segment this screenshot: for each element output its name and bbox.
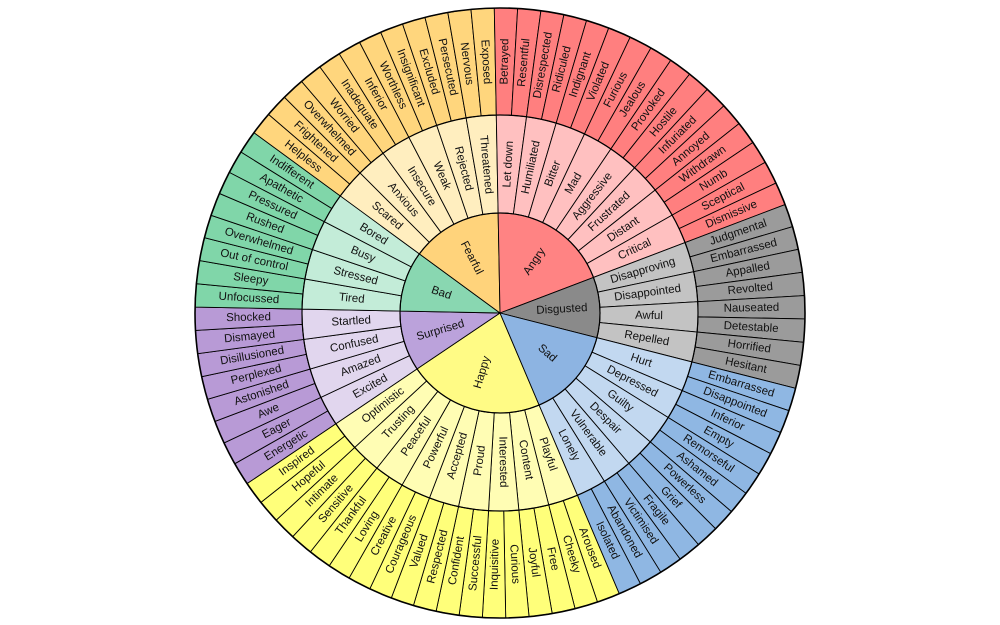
wheel-segments <box>194 7 806 619</box>
label-exposed: Exposed <box>478 39 493 84</box>
label-sleepy: Sleepy <box>233 271 270 288</box>
label-horrified: Horrified <box>727 338 772 356</box>
label-threatened: Threatened <box>477 135 495 195</box>
label-nervous: Nervous <box>458 42 476 86</box>
label-inquisitive: Inquisitive <box>489 539 502 590</box>
label-nauseated: Nauseated <box>724 302 780 315</box>
label-detestable: Detestable <box>723 320 779 335</box>
ring-outline <box>194 7 806 619</box>
label-proud: Proud <box>472 445 488 477</box>
label-resentful: Resentful <box>516 38 533 88</box>
label-tired: Tired <box>338 291 365 305</box>
label-interested: Interested <box>496 436 509 487</box>
label-successful: Successful <box>467 535 484 592</box>
label-betrayed: Betrayed <box>498 38 511 84</box>
label-let-down: Let down <box>501 141 516 188</box>
label-dismayed: Dismayed <box>224 329 276 346</box>
label-curious: Curious <box>507 544 521 584</box>
label-unfocussed: Unfocussed <box>218 291 279 306</box>
label-shocked: Shocked <box>226 311 271 324</box>
label-joyful: Joyful <box>526 547 542 578</box>
label-revolted: Revolted <box>727 281 773 297</box>
label-core-disgusted: Disgusted <box>536 302 588 317</box>
ring-outline <box>301 114 699 512</box>
ring-outline <box>399 212 601 414</box>
label-awful: Awful <box>635 310 663 323</box>
label-free: Free <box>544 546 561 572</box>
label-startled: Startled <box>331 314 371 328</box>
